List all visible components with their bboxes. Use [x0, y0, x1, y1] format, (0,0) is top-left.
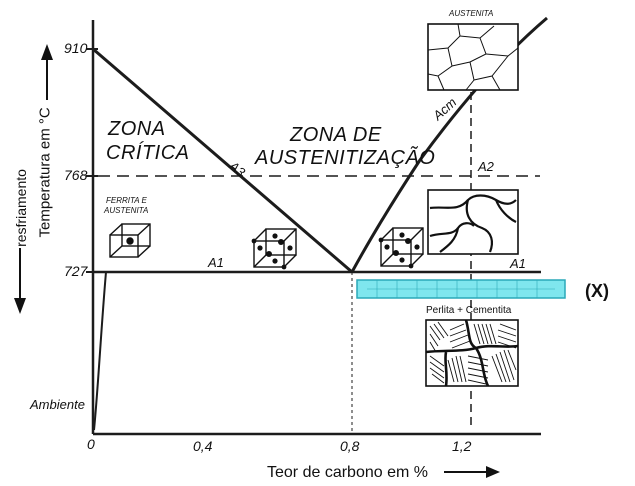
y-axis-label: Temperatura em °C: [36, 107, 54, 238]
y-tick-768: 768: [64, 167, 88, 183]
y-side-label: resfriamento: [13, 169, 29, 247]
y-tick-910: 910: [64, 40, 88, 56]
x-axis-arrow-head: [486, 466, 500, 478]
label-a1-right: A1: [510, 256, 526, 271]
y-tick-727: 727: [64, 263, 88, 279]
region-critica-line1: ZONA: [108, 118, 166, 140]
x-tick-12: 1,2: [452, 438, 472, 454]
micrograph-austenita-label: AUSTENITA: [449, 9, 494, 18]
fcc-cell-icon-right: [378, 227, 424, 269]
ferrita-austenita-line2: AUSTENITA: [104, 206, 149, 215]
micrograph-perlita-label: Perlita + Cementita: [426, 305, 512, 316]
label-a2: A2: [478, 159, 494, 174]
marker-x: (X): [585, 281, 609, 301]
label-a1-left: A1: [208, 255, 224, 270]
cooling-arrow-head: [14, 298, 26, 314]
line-ferrite-solvus: [93, 271, 107, 431]
perlita-micrograph: [425, 319, 519, 387]
line-a3: [92, 47, 353, 274]
fcc-cell-icon: [251, 228, 297, 270]
ferrita-austenita-line1: FERRITA E: [106, 196, 147, 205]
x-axis-label: Teor de carbono em %: [267, 464, 428, 481]
y-axis-arrow-head: [41, 44, 53, 60]
x-tick-08: 0,8: [340, 438, 360, 454]
highlight-grid: [367, 280, 555, 298]
region-austenitizacao-line2: AUSTENITIZAÇÃO: [255, 147, 436, 169]
region-austenitizacao-line1: ZONA DE: [290, 124, 382, 146]
phase-micrograph: [427, 189, 519, 255]
y-tick-ambiente: Ambiente: [30, 397, 85, 412]
x-tick-0: 0: [87, 436, 95, 452]
region-critica-line2: CRÍTICA: [106, 142, 190, 164]
x-tick-04: 0,4: [193, 438, 213, 454]
bcc-cell-icon: [109, 223, 151, 258]
austenita-micrograph: [427, 23, 519, 91]
